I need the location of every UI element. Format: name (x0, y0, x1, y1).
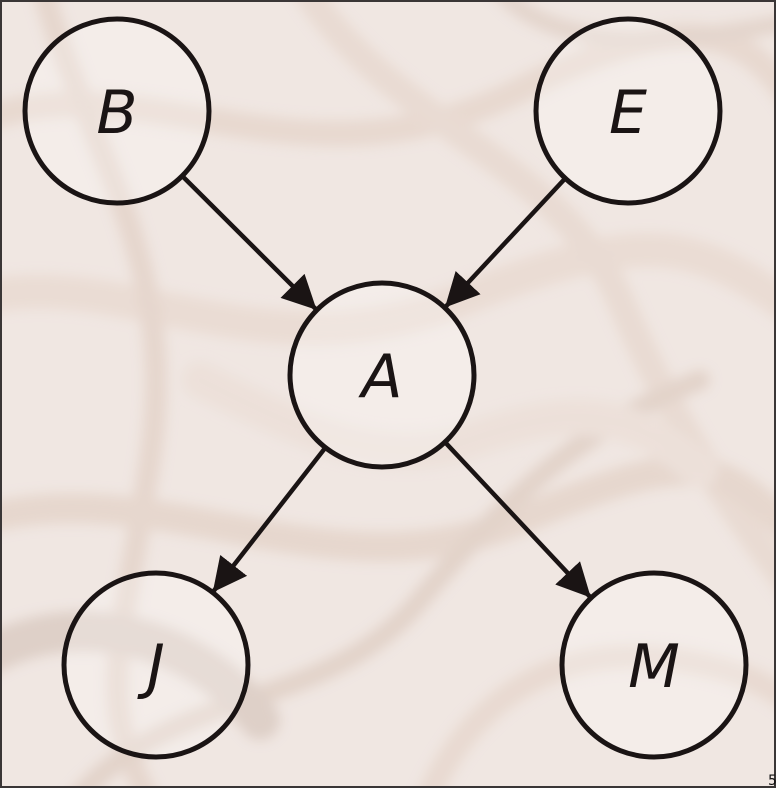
node-e-circle (533, 16, 723, 206)
node-b: B (22, 16, 212, 206)
node-m: M (559, 570, 749, 760)
node-j: J (61, 570, 251, 760)
node-e-label: E (609, 78, 647, 148)
edge-b-to-a (181, 175, 317, 311)
node-b-label: B (96, 78, 137, 148)
node-a-circle (287, 280, 477, 470)
edge-a-to-m (443, 441, 592, 598)
node-j-circle (61, 570, 251, 760)
node-m-label: M (628, 632, 680, 702)
edge-e-to-a (444, 177, 567, 308)
edge-a-to-j (212, 446, 327, 593)
node-a-label: A (357, 342, 402, 412)
edge-layer (181, 175, 592, 598)
node-e: E (533, 16, 723, 206)
page-number: 5 (768, 774, 776, 788)
node-layer: B E A J M (22, 16, 749, 760)
node-a: A (287, 280, 477, 470)
node-m-circle (559, 570, 749, 760)
node-b-circle (22, 16, 212, 206)
